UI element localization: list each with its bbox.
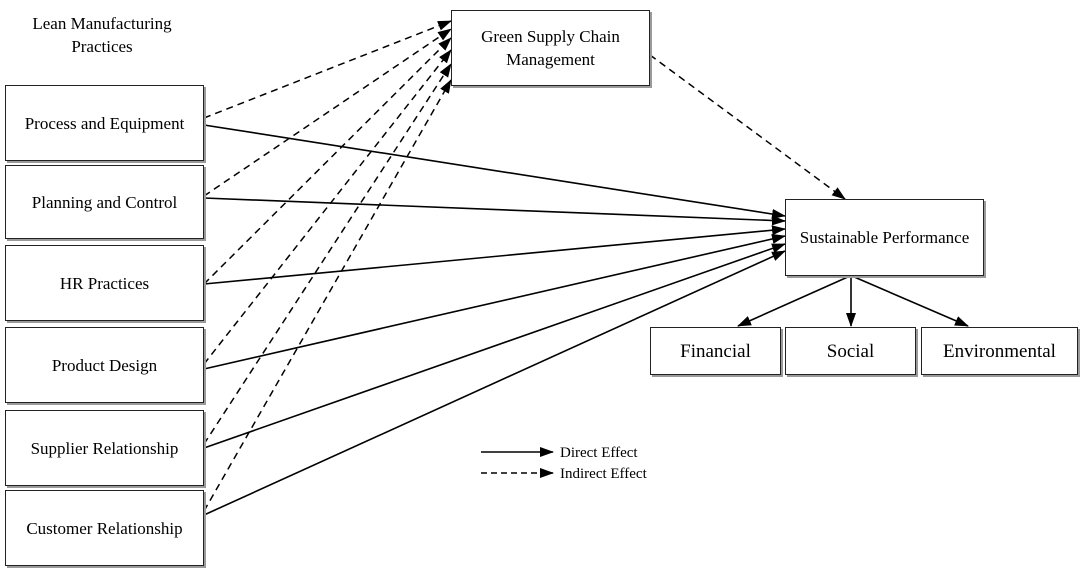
indirect-arrow-customer-relationship <box>203 79 452 512</box>
practice-box-hr-practices: HR Practices <box>5 245 204 321</box>
outcome-box: Sustainable Performance <box>785 199 984 276</box>
mediator-box: Green Supply Chain Management <box>451 10 650 86</box>
practice-box-customer-relationship: Customer Relationship <box>5 490 204 566</box>
indirect-arrow-process-equipment <box>203 20 452 119</box>
dimension-box-social: Social <box>785 327 916 375</box>
direct-arrow-product-design <box>203 234 786 370</box>
practice-box-planning-control: Planning and Control <box>5 165 204 239</box>
indirect-arrow-gscm-to-performance <box>649 54 846 200</box>
legend-indirect-label: Indirect Effect <box>560 466 647 482</box>
direct-arrow-customer-relationship <box>203 250 786 516</box>
direct-arrow-supplier-relationship <box>203 243 786 449</box>
indirect-arrow-product-design <box>203 49 452 365</box>
indirect-arrow-supplier-relationship <box>203 63 452 445</box>
dimension-box-financial: Financial <box>650 327 781 375</box>
indirect-arrow-planning-control <box>203 28 452 197</box>
group-heading: Lean Manufacturing Practices <box>32 14 172 56</box>
practice-box-supplier-relationship: Supplier Relationship <box>5 410 204 486</box>
arrow-to-environmental <box>851 275 969 327</box>
legend-direct-label: Direct Effect <box>560 445 638 461</box>
indirect-arrow-hr-practices <box>203 37 452 285</box>
direct-arrow-planning-control <box>203 197 786 226</box>
arrow-to-financial <box>737 275 851 327</box>
practice-box-product-design: Product Design <box>5 327 204 403</box>
direct-arrow-hr-practices <box>203 225 786 285</box>
practice-box-process-equipment: Process and Equipment <box>5 85 204 161</box>
direct-arrow-process-equipment <box>203 124 786 219</box>
dimension-box-environmental: Environmental <box>921 327 1078 375</box>
